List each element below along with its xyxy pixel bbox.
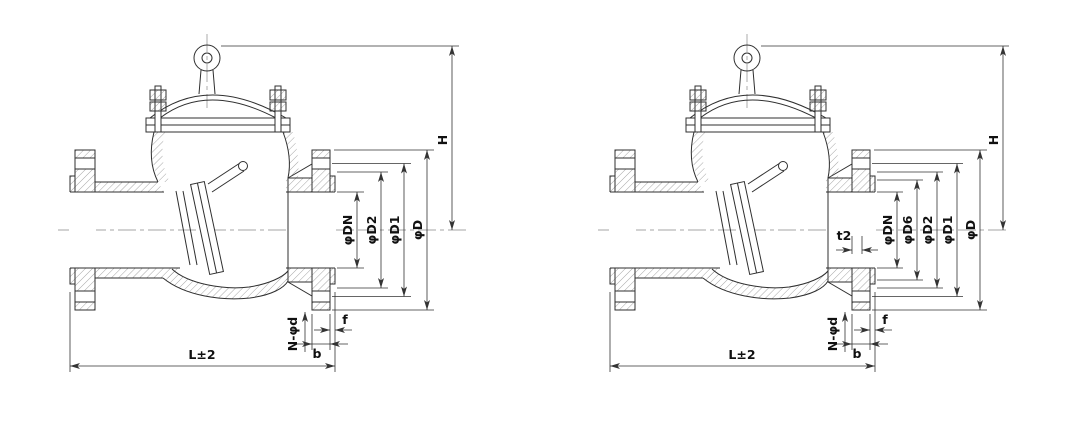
- dim-label-bore: φDN: [880, 215, 895, 246]
- left-valve: φDN φD2 φD1 φD H L±2 N-φd b f: [57, 33, 471, 372]
- right-valve-dimensions: φDN φD6 φD2 φD1 φD H L±2 N-φd b f t2: [609, 45, 1009, 372]
- dim-label-gasket: φD2: [920, 216, 935, 245]
- dim-label-flange-od: φD: [410, 220, 425, 240]
- dim-label-length: L±2: [728, 347, 755, 362]
- dim-label-bore: φDN: [340, 215, 355, 246]
- dim-label-gasket: φD2: [364, 216, 379, 245]
- dim-label-bolt-circle: φD1: [387, 216, 402, 245]
- left-valve-dimensions: φDN φD2 φD1 φD H L±2 N-φd b f: [69, 45, 459, 372]
- dim-label-groove: φD6: [900, 215, 915, 244]
- dim-label-height: H: [435, 135, 450, 145]
- dim-label-raised-face: f: [342, 312, 348, 327]
- dim-label-bolt-circle: φD1: [940, 216, 955, 245]
- dim-label-flange-thickness: b: [853, 346, 862, 361]
- dim-label-bolt-holes: N-φd: [825, 317, 840, 351]
- dim-label-raised-face: f: [882, 312, 888, 327]
- dim-label-bolt-holes: N-φd: [285, 317, 300, 351]
- dim-label-height: H: [986, 135, 1001, 145]
- left-valve-body: [57, 33, 471, 311]
- right-valve-body: [597, 33, 1011, 311]
- right-valve: φDN φD6 φD2 φD1 φD H L±2 N-φd b f t2: [597, 33, 1011, 372]
- dim-label-flange-thickness: b: [313, 346, 322, 361]
- dim-label-seat-thickness: t2: [837, 228, 852, 243]
- dim-label-length: L±2: [188, 347, 215, 362]
- dim-label-flange-od: φD: [963, 220, 978, 240]
